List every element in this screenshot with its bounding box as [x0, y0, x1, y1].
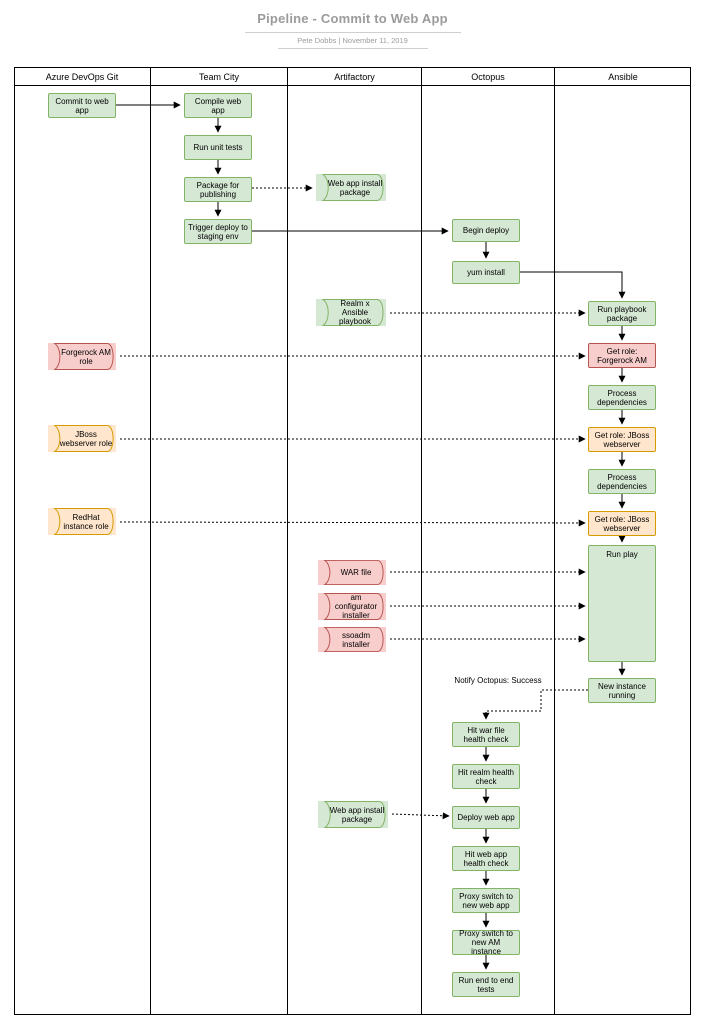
node-trigger-deploy-staging: Trigger deploy to staging env: [184, 219, 252, 244]
node-process-dependencies-1: Process dependencies: [588, 385, 656, 410]
node-proxy-switch-new-web-app: Proxy switch to new web app: [452, 888, 520, 913]
stored-data-shape: [53, 425, 114, 452]
node-label: Run unit tests: [193, 143, 243, 152]
node-label: Commit to web app: [55, 96, 109, 115]
node-commit-to-web-app: Commit to web app: [48, 93, 116, 118]
node-hit-war-file-health-check: Hit war file health check: [452, 722, 520, 747]
stored-data-shape: [53, 508, 114, 535]
node-package-for-publishing: Package for publishing: [184, 177, 252, 202]
lane-divider-2: [287, 67, 288, 1015]
lane-header-divider: [14, 85, 691, 86]
title-underline: [245, 32, 461, 33]
node-compile-web-app: Compile web app: [184, 93, 252, 118]
node-label: JBoss webserver role: [59, 429, 113, 448]
node-jboss-webserver-role: JBoss webserver role: [48, 425, 116, 452]
node-get-role-jboss-webserver-2: Get role: JBoss webserver: [588, 511, 656, 536]
stored-data-shape: [321, 299, 384, 326]
annotation-notify-octopus: Notify Octopus: Success: [454, 676, 542, 685]
node-deploy-web-app: Deploy web app: [452, 806, 520, 829]
stored-data-shape: [323, 801, 386, 828]
node-label: Get role: JBoss webserver: [594, 430, 650, 449]
node-forgerock-am-role: Forgerock AM role: [48, 343, 116, 370]
node-hit-web-app-health-check: Hit web app health check: [452, 846, 520, 871]
node-realm-ansible-playbook: Realm x Ansible playbook: [316, 299, 386, 326]
stored-data-shape: [321, 174, 384, 201]
node-label: Hit realm health check: [457, 767, 515, 786]
node-label: Forgerock AM role: [61, 347, 111, 366]
node-run-play: Run play: [588, 545, 656, 662]
stored-data-shape: [323, 560, 384, 585]
node-run-unit-tests: Run unit tests: [184, 135, 252, 160]
byline-underline: [278, 48, 428, 49]
node-label: WAR file: [340, 568, 372, 577]
lane-header-artifactory: Artifactory: [334, 72, 375, 82]
node-label: Hit war file health check: [463, 725, 509, 744]
lane-header-ansible: Ansible: [608, 72, 638, 82]
node-label: New instance running: [597, 681, 647, 700]
node-process-dependencies-2: Process dependencies: [588, 469, 656, 494]
page-title: Pipeline - Commit to Web App: [257, 11, 448, 26]
node-label: ssoadm installer: [341, 630, 370, 649]
lane-divider-4: [554, 67, 555, 1015]
node-get-role-forgerock-am: Get role: Forgerock AM: [588, 343, 656, 368]
stored-data-shape: [53, 343, 114, 370]
node-ssoadm-installer: ssoadm installer: [318, 627, 386, 652]
page-byline: Pete Dobbs | November 11, 2019: [297, 36, 408, 45]
node-label: Hit web app health check: [463, 849, 509, 868]
node-label: Deploy web app: [457, 813, 515, 822]
node-label: Get role: Forgerock AM: [597, 346, 647, 365]
lane-divider-3: [421, 67, 422, 1015]
node-label: Package for publishing: [196, 180, 240, 199]
node-hit-realm-health-check: Hit realm health check: [452, 764, 520, 789]
node-web-app-install-package-2: Web app install package: [318, 801, 388, 828]
node-label: yum install: [467, 268, 505, 277]
node-label: Begin deploy: [462, 226, 510, 235]
node-label: Process dependencies: [597, 472, 647, 491]
node-web-app-install-package-1: Web app install package: [316, 174, 386, 201]
node-label: Get role: JBoss webserver: [594, 514, 650, 533]
node-label: Web app install package: [329, 805, 385, 824]
node-get-role-jboss-webserver-1: Get role: JBoss webserver: [588, 427, 656, 452]
node-label: Trigger deploy to staging env: [188, 222, 248, 241]
node-label: Web app install package: [327, 178, 383, 197]
node-new-instance-running: New instance running: [588, 678, 656, 703]
node-proxy-switch-new-am-instance: Proxy switch to new AM instance: [452, 929, 520, 956]
node-redhat-instance-role: RedHat instance role: [48, 508, 116, 535]
node-yum-install: yum install: [452, 261, 520, 284]
node-label: Compile web app: [194, 96, 242, 115]
node-label: am configurator installer: [334, 593, 378, 620]
node-label: Proxy switch to new web app: [459, 891, 513, 910]
node-begin-deploy: Begin deploy: [452, 219, 520, 242]
node-label: RedHat instance role: [63, 512, 109, 531]
node-label: Realm x Ansible playbook: [338, 299, 372, 326]
lane-header-azure-devops-git: Azure DevOps Git: [45, 72, 119, 82]
node-war-file: WAR file: [318, 560, 386, 585]
node-run-end-to-end-tests: Run end to end tests: [452, 972, 520, 997]
node-label: Process dependencies: [597, 388, 647, 407]
lane-divider-1: [150, 67, 151, 1015]
stored-data-shape: [323, 593, 384, 620]
node-run-playbook-package: Run playbook package: [588, 301, 656, 326]
node-label: Run playbook package: [597, 304, 647, 323]
node-label: Run end to end tests: [458, 975, 514, 994]
lane-header-octopus: Octopus: [471, 72, 505, 82]
stored-data-shape: [323, 627, 384, 652]
node-label: Proxy switch to new AM instance: [459, 929, 513, 956]
swimlane-frame: [14, 67, 691, 1015]
node-label: Run play: [606, 550, 638, 559]
node-am-configurator-installer: am configurator installer: [318, 593, 386, 620]
lane-header-team-city: Team City: [198, 72, 239, 82]
